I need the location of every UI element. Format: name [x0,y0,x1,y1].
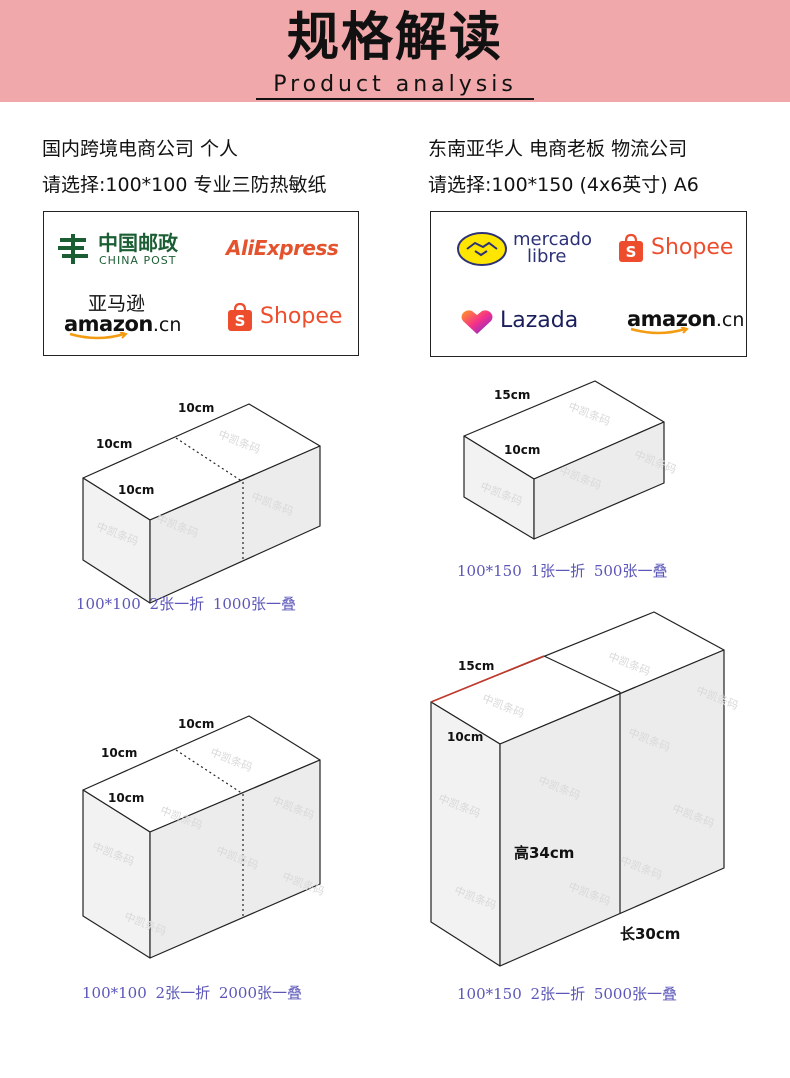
left-logo-panel: 中国邮政 CHINA POST AliExpress 亚马逊 amazon.cn… [43,211,359,356]
box1-side-face [149,445,321,604]
amazon-smile-icon [69,332,128,340]
lazada-heart-icon [461,310,493,334]
amazon-cn-logo-right: amazon.cn [627,308,744,338]
box1-left-label: 10cm [96,437,133,451]
box3-front-label: 10cm [108,791,145,805]
lazada-text: Lazada [500,308,579,333]
box4-divider-top [543,655,621,693]
left-audience-text: 国内跨境电商公司 个人 [42,138,239,160]
page-subtitle: Product analysis [273,72,517,97]
header-underline [256,98,534,100]
shopee-text-right: Shopee [651,235,734,260]
box1-caption: 100*100 2张一折 1000张一叠 [76,595,297,613]
box1-front-label: 10cm [118,483,155,497]
box1-top-label: 10cm [178,401,215,415]
box4-side-face [499,649,725,967]
box2-front-label: 10cm [504,443,541,457]
amazon-wordmark: amazon.cn [64,313,181,336]
box4-front-label: 10cm [447,730,484,744]
box1-drawing [82,403,321,604]
box4-length-label: 长30cm [620,925,681,943]
page-title: 规格解读 [286,8,503,68]
box3-caption: 100*100 2张一折 2000张一叠 [82,984,303,1002]
left-selection-text: 请选择:100*100 专业三防热敏纸 [42,174,327,196]
china-post-en-text: CHINA POST [99,254,177,267]
box4-height-label: 高34cm [514,844,575,862]
lazada-logo: Lazada [460,306,590,338]
aliexpress-text: AliExpress [226,236,339,260]
box4-top-label: 15cm [458,659,495,673]
svg-text:S: S [235,312,246,330]
box2-side-face [533,421,665,540]
box2-top-label: 15cm [494,388,531,402]
shopee-bag-icon: S [228,302,252,331]
box3-top-label: 10cm [178,717,215,731]
header-banner: 规格解读 Product analysis [0,0,790,102]
shopee-logo-left: S Shopee [226,302,346,334]
shopee-text-left: Shopee [260,304,343,329]
shopee-bag-icon-right: S [619,233,643,262]
aliexpress-logo: AliExpress [226,236,346,264]
china-post-icon [58,234,88,264]
amazon-wordmark-right: amazon.cn [627,308,744,331]
shopee-logo-right: S Shopee [617,233,737,265]
china-post-cn-text: 中国邮政 [98,231,178,255]
box4-drawing [430,611,725,967]
amazon-cn-chinese-text: 亚马逊 [88,293,146,315]
svg-text:S: S [626,243,637,261]
libre-text: libre [527,246,567,267]
mercado-text: mercado [513,229,592,250]
box3-side-face [149,759,321,959]
box4-caption: 100*150 2张一折 5000张一叠 [457,985,678,1003]
china-post-logo: 中国邮政 CHINA POST [56,232,206,268]
right-audience-text: 东南亚华人 电商老板 物流公司 [428,138,688,160]
mercado-libre-logo: mercado libre [457,231,597,271]
amazon-cn-suffix-text-right: .cn [715,309,745,331]
amazon-cn-logo-left: 亚马逊 amazon.cn [64,294,184,342]
box3-left-label: 10cm [101,746,138,760]
mercado-handshake-icon [457,232,507,266]
box1-fold-top [175,437,244,483]
box2-drawing [463,380,665,540]
box4-highlight-edge [430,655,545,703]
amazon-smile-icon-right [630,327,689,335]
box3-drawing [82,715,321,959]
box3-fold-top [175,749,244,795]
right-selection-text: 请选择:100*150 (4x6英寸) A6 [428,174,699,196]
box2-caption: 100*150 1张一折 500张一叠 [457,562,668,580]
right-logo-panel: mercado libre S Shopee Lazada amazon.cn [430,211,747,357]
amazon-cn-suffix-text: .cn [152,314,182,336]
amazon-word-text: amazon [64,312,153,336]
amazon-word-text-right: amazon [627,307,716,331]
